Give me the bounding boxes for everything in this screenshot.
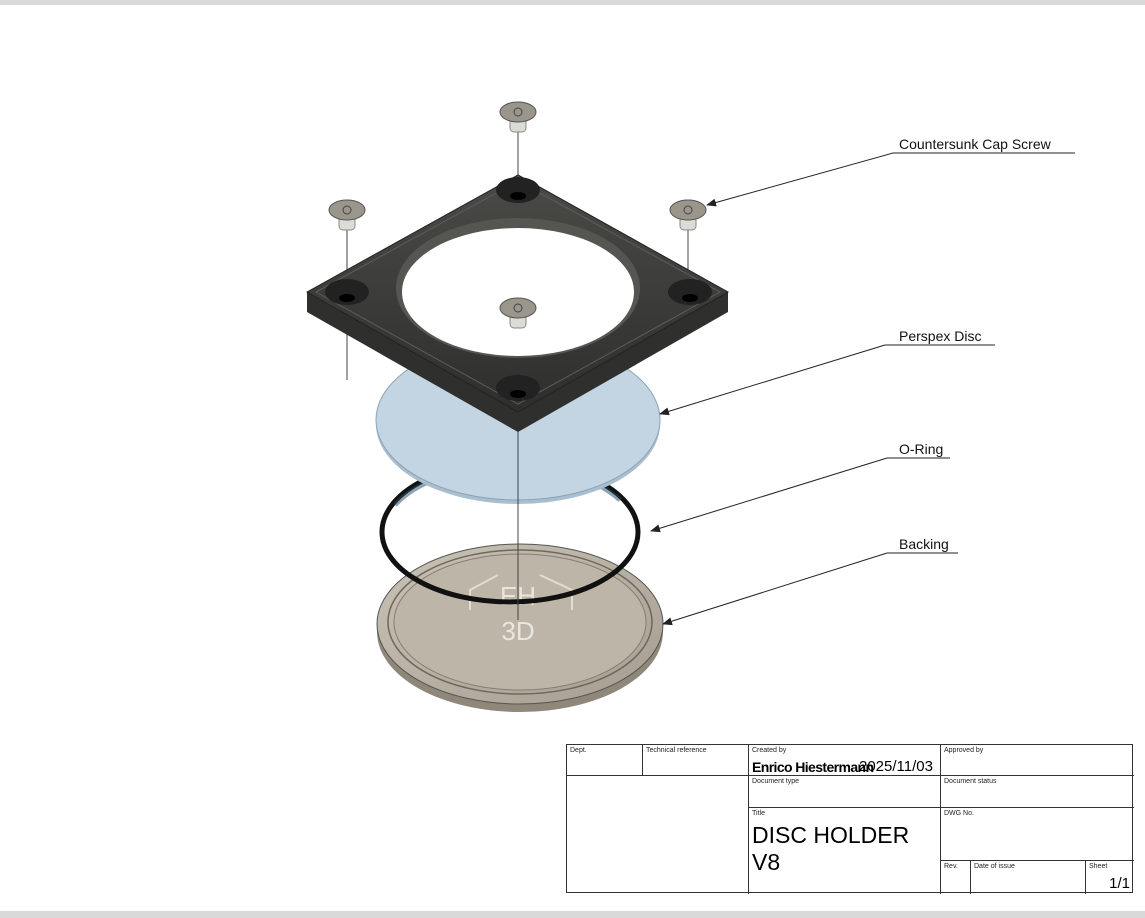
tech-ref-cell: Technical reference — [643, 745, 749, 776]
title-label: Title — [752, 810, 765, 817]
approved-by-label: Approved by — [944, 747, 984, 754]
screw-front — [499, 297, 537, 329]
callout-o-ring: O-Ring — [899, 441, 944, 457]
sheet-cell: Sheet 1/1 — [1086, 861, 1134, 894]
tech-ref-label: Technical reference — [646, 747, 707, 754]
sheet-number: 1/1 — [1109, 875, 1130, 892]
screw-left — [328, 199, 366, 231]
title-cell: Title DISC HOLDER V8 — [749, 808, 941, 894]
svg-text:3D: 3D — [501, 616, 534, 646]
created-by-cell: Created by Enrico Hiestermann 2025/11/03 — [749, 745, 941, 776]
doc-type-cell: Document type — [749, 776, 941, 808]
drawing-title: DISC HOLDER V8 — [752, 822, 910, 875]
date-of-issue-cell: Date of issue — [971, 861, 1086, 894]
leader-backing — [662, 552, 958, 626]
callout-perspex-disc: Perspex Disc — [899, 328, 982, 344]
doc-status-label: Document status — [944, 778, 997, 785]
screw-top — [499, 101, 537, 133]
dwg-no-label: DWG No. — [944, 810, 974, 817]
dwg-no-cell: DWG No. — [941, 808, 1134, 861]
approved-by-cell: Approved by — [941, 745, 1134, 776]
leader-screw — [706, 152, 1075, 207]
blank-cell — [567, 776, 749, 894]
dept-cell: Dept. — [567, 745, 643, 776]
dept-label: Dept. — [570, 747, 587, 754]
created-by-label: Created by — [752, 747, 787, 754]
date-of-issue-label: Date of issue — [974, 863, 1015, 870]
callout-countersunk-cap-screw: Countersunk Cap Screw — [899, 136, 1051, 152]
watermark-logo — [469, 574, 573, 610]
creator-name: Enrico Hiestermann — [752, 759, 874, 775]
doc-type-label: Document type — [752, 778, 800, 785]
title-block: Dept. Technical reference Created by Enr… — [566, 744, 1134, 894]
rev-label: Rev. — [944, 863, 958, 870]
doc-status-cell: Document status — [941, 776, 1134, 808]
rev-cell: Rev. — [941, 861, 971, 894]
leader-oring — [650, 457, 950, 533]
screw-right — [669, 199, 707, 231]
viewer-top-bar — [0, 0, 1145, 5]
callout-backing: Backing — [899, 536, 949, 552]
sheet-label: Sheet — [1089, 863, 1108, 870]
viewer-bottom-bar — [0, 911, 1145, 918]
created-date: 2025/11/03 — [859, 758, 933, 775]
leader-perspex — [659, 344, 995, 416]
